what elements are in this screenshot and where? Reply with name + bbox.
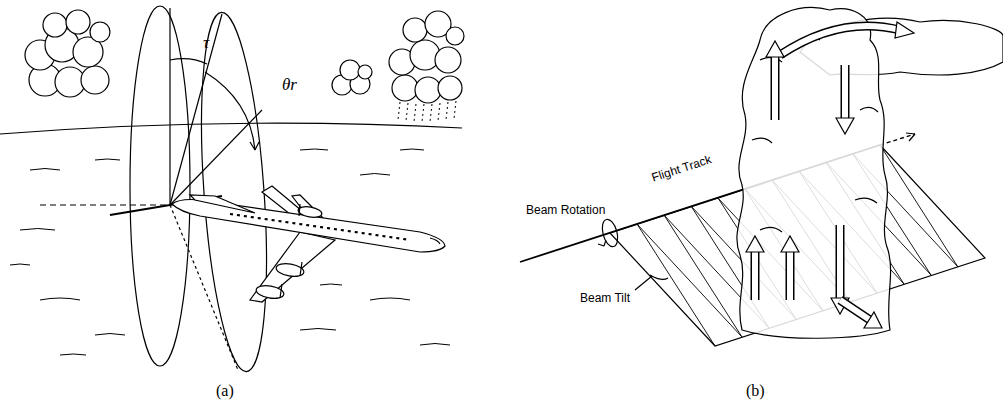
horizon [0, 123, 462, 134]
cloud-texture [752, 36, 878, 232]
annotation: Flight Track [650, 153, 713, 184]
cumulus-cloud [25, 10, 110, 97]
panel-label: (a) [216, 383, 234, 399]
cumulus-cloud [389, 11, 464, 103]
panel-b [520, 8, 1003, 346]
rotation-ellipse [600, 218, 621, 249]
axis-line [40, 204, 170, 205]
beam-line [170, 14, 222, 205]
annotation: Beam Tilt [580, 292, 630, 304]
beam-line [170, 205, 238, 370]
angle-arc [205, 72, 255, 150]
cockpit [430, 238, 440, 244]
annotation: Beam Rotation [526, 204, 605, 216]
airplane [172, 186, 445, 302]
flight-track [880, 134, 915, 145]
beam-line [170, 110, 262, 205]
cumulus-cloud [332, 60, 372, 95]
wing [250, 232, 335, 302]
rain [398, 101, 456, 122]
arrow-head [598, 240, 606, 246]
panel-a [0, 6, 464, 374]
panel-label: (b) [746, 383, 765, 399]
propeller [280, 204, 302, 298]
tilt-arc [650, 275, 668, 279]
cloud-column [737, 8, 891, 339]
scan-ellipse [130, 6, 190, 366]
arrow-head [250, 142, 259, 150]
fuselage [172, 200, 445, 253]
airflow-arrows [746, 22, 914, 328]
vertical-line [169, 8, 170, 205]
windows [230, 214, 410, 240]
angle-label: θr [282, 76, 297, 93]
thunderstorm-cloud [737, 8, 1003, 339]
angle-arc [170, 59, 207, 64]
leader-line [635, 276, 652, 290]
angle-label: τ [203, 34, 209, 51]
engine [297, 205, 322, 219]
arrow-head [906, 133, 915, 141]
ground-streaks [10, 149, 450, 355]
tail-plane [190, 195, 255, 213]
